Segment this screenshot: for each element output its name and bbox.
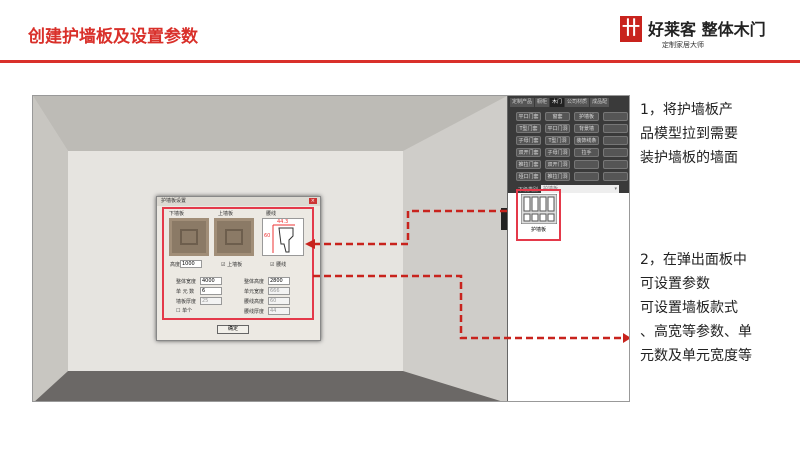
tab-3[interactable]: 公司材质	[565, 98, 590, 107]
header-divider	[0, 60, 800, 63]
catalog-button[interactable]: 子母门洞	[545, 148, 570, 157]
catalog-button[interactable]: 推拉门套	[516, 160, 541, 169]
catalog-button[interactable]	[603, 148, 628, 157]
field-label: 整体宽度	[176, 279, 197, 285]
catalog-button[interactable]	[603, 136, 628, 145]
waist-line-profile[interactable]: 44.3 60	[262, 218, 304, 256]
group-waist-label: 腰线	[266, 211, 277, 217]
catalog-button[interactable]: T型门套	[516, 124, 541, 133]
wall-panel-item-label: 护墙板	[530, 227, 546, 233]
wall-panel-settings-dialog: 护墙板设置 × 下墙板 上墙板 腰线 44.3 60 高度 1000 ☑ 上墙板…	[156, 196, 321, 341]
catalog-button[interactable]	[603, 112, 628, 121]
catalog-button[interactable]	[603, 160, 628, 169]
close-icon[interactable]: ×	[308, 198, 317, 204]
height-label: 高度	[170, 262, 181, 268]
step1-note: 1，将护墙板产品模型拉到需要装护墙板的墙面	[640, 102, 738, 166]
logo-tagline: 定制家居大师	[662, 41, 704, 49]
field-label: 整体高度	[244, 279, 265, 285]
catalog-button[interactable]: 护墙板	[574, 112, 599, 121]
tab-2[interactable]: 木门	[550, 98, 565, 107]
field-label: 单 元 数	[176, 289, 195, 295]
catalog-button[interactable]: 平口门洞	[545, 124, 570, 133]
group-lower-label: 下墙板	[169, 211, 185, 217]
upper-panel-checkbox[interactable]: ☑ 上墙板	[221, 262, 243, 268]
field-input[interactable]: 6	[200, 287, 222, 295]
annotation-arrows	[305, 209, 629, 343]
dialog-title: 护墙板设置	[157, 197, 320, 206]
catalog-button[interactable]: 推拉门洞	[545, 172, 570, 181]
chevron-down-icon: ▾	[614, 186, 618, 192]
catalog-button[interactable]: 双开门套	[516, 148, 541, 157]
catalog-button[interactable]: 背景墙	[574, 124, 599, 133]
page-title: 创建护墙板及设置参数	[28, 27, 198, 47]
catalog-button[interactable]: 拉手	[574, 148, 599, 157]
field-label: 腰线高度	[244, 299, 265, 305]
ok-button[interactable]: 确定	[217, 325, 249, 334]
catalog-button[interactable]: 平口门套	[516, 112, 541, 121]
field-input[interactable]: 44	[268, 307, 290, 315]
field-label: 腰线厚度	[244, 309, 265, 315]
group-upper-label: 上墙板	[218, 211, 234, 217]
single-checkbox[interactable]: ☐ 单个	[176, 308, 193, 314]
field-input[interactable]: 2800	[268, 277, 290, 285]
brand-logo: 卄 好莱客 整体木门 定制家居大师	[620, 16, 790, 52]
catalog-button[interactable]: 装饰线条	[574, 136, 599, 145]
step2-note: 2，在弹出面板中可设置参数可设置墙板款式、高宽等参数、单元数及单元宽度等	[640, 252, 752, 364]
catalog-button[interactable]	[603, 124, 628, 133]
wall-panel-thumbnail-icon	[520, 193, 557, 225]
logo-name: 好莱客 整体木门	[648, 20, 766, 39]
field-input[interactable]: 4000	[200, 277, 222, 285]
tab-0[interactable]: 定制产品	[510, 98, 535, 107]
catalog-button[interactable]: 双开门洞	[545, 160, 570, 169]
field-label: 单元宽度	[244, 289, 265, 295]
wall-panel-item[interactable]: 护墙板	[516, 189, 561, 241]
upper-panel-style-swatch[interactable]	[214, 218, 254, 256]
catalog-button[interactable]: 窗套	[545, 112, 570, 121]
field-input[interactable]: 60	[268, 297, 290, 305]
field-label: 墙板厚度	[176, 299, 197, 305]
catalog-button[interactable]: 子母门套	[516, 136, 541, 145]
catalog-button[interactable]	[603, 172, 628, 181]
logo-mark-icon: 卄	[620, 16, 642, 42]
catalog-button[interactable]	[574, 160, 599, 169]
catalog-button[interactable]: T型门洞	[545, 136, 570, 145]
waist-line-checkbox[interactable]: ☑ 腰线	[270, 262, 287, 268]
tab-4[interactable]: 成品配	[590, 98, 610, 107]
field-input[interactable]: 25	[200, 297, 222, 305]
catalog-button[interactable]: 垭口门套	[516, 172, 541, 181]
field-input[interactable]: 666	[268, 287, 290, 295]
tab-1[interactable]: 橱柜	[535, 98, 550, 107]
catalog-button[interactable]	[574, 172, 599, 181]
height-input[interactable]: 1000	[180, 260, 202, 268]
lower-panel-style-swatch[interactable]	[169, 218, 209, 256]
settings-highlight: 下墙板 上墙板 腰线 44.3 60 高度 1000 ☑ 上墙板 ☑ 腰线 整体…	[162, 207, 314, 320]
